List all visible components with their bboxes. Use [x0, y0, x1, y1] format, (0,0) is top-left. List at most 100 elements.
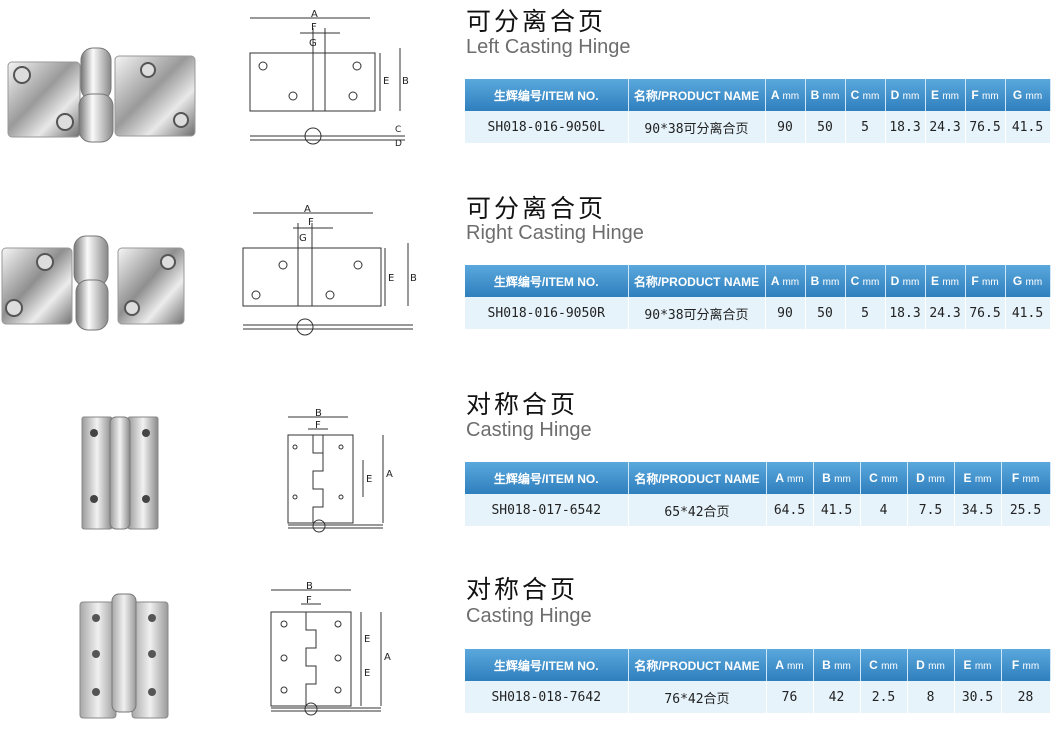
col-c: C mm	[860, 462, 908, 494]
product-title-cn: 可分离合页	[466, 194, 607, 223]
dim-label-e: E	[364, 634, 370, 645]
col-c: C mm	[845, 265, 886, 297]
dim-label-f: F	[306, 595, 312, 606]
col-item-no: 生辉编号/ITEM NO.	[465, 462, 629, 494]
product-title-cn: 对称合页	[466, 575, 579, 604]
dim-cell-c: 2.5	[860, 681, 908, 713]
table-row: SH018-016-9050R 90*38可分离合页 90 50 5 18.3 …	[465, 297, 1051, 329]
dim-cell-a: 64.5	[766, 494, 814, 526]
dim-label-f: F	[308, 217, 314, 228]
col-a: A mm	[766, 649, 814, 681]
col-b: B mm	[813, 462, 861, 494]
product-name-cell: 65*42合页	[628, 494, 767, 526]
col-f: F mm	[965, 79, 1006, 111]
dim-label-g: G	[309, 38, 317, 49]
col-product-name: 名称/PRODUCT NAME	[628, 462, 767, 494]
dim-cell-e: 24.3	[925, 297, 966, 329]
product-name-cell: 76*42合页	[628, 681, 767, 713]
col-b: B mm	[805, 79, 846, 111]
dim-cell-a: 90	[765, 297, 806, 329]
dim-cell-b: 50	[805, 297, 846, 329]
col-product-name: 名称/PRODUCT NAME	[628, 265, 766, 297]
product-name-cell: 90*38可分离合页	[628, 297, 766, 329]
product-name-cell: 90*38可分离合页	[628, 111, 766, 143]
dim-label-a: A	[311, 9, 318, 20]
dim-label-a: A	[386, 469, 393, 480]
spec-table: 生辉编号/ITEM NO. 名称/PRODUCT NAME A mm B mm …	[465, 462, 1051, 526]
dim-label-e: E	[364, 668, 370, 679]
col-item-no: 生辉编号/ITEM NO.	[465, 649, 629, 681]
col-e: E mm	[954, 649, 1002, 681]
dim-label-d: D	[395, 139, 402, 148]
product-section-2: A F G E B 可分离合页 Right Casting Hinge 生辉编号…	[0, 0, 1060, 360]
dim-cell-a: 90	[765, 111, 806, 143]
dim-label-e: E	[388, 273, 394, 284]
col-item-no: 生辉编号/ITEM NO.	[465, 79, 629, 111]
col-f: F mm	[1001, 649, 1051, 681]
dim-cell-f: 76.5	[965, 297, 1006, 329]
dim-label-b: B	[315, 408, 322, 419]
product-title-en: Casting Hinge	[466, 605, 592, 627]
col-e: E mm	[925, 265, 966, 297]
dim-cell-f: 25.5	[1001, 494, 1051, 526]
dim-cell-b: 50	[805, 111, 846, 143]
hinge-photo-casting-7642	[79, 593, 169, 719]
col-a: A mm	[765, 79, 806, 111]
dim-cell-g: 41.5	[1005, 111, 1051, 143]
product-title-en: Right Casting Hinge	[466, 222, 644, 244]
table-row: SH018-018-7642 76*42合页 76 42 2.5 8 30.5 …	[465, 681, 1051, 713]
dim-cell-c: 4	[860, 494, 908, 526]
col-e: E mm	[954, 462, 1002, 494]
col-product-name: 名称/PRODUCT NAME	[628, 649, 767, 681]
dim-cell-e: 30.5	[954, 681, 1002, 713]
dim-cell-e: 24.3	[925, 111, 966, 143]
dim-label-f: F	[315, 420, 321, 431]
col-a: A mm	[766, 462, 814, 494]
dim-label-c: C	[395, 125, 401, 135]
item-no-cell: SH018-016-9050R	[465, 297, 629, 329]
col-b: B mm	[813, 649, 861, 681]
col-c: C mm	[845, 79, 886, 111]
product-section-1: A F G E B C D 可分离合页 Left Casting Hinge 生…	[0, 0, 1060, 175]
col-d: D mm	[907, 462, 955, 494]
spec-table: 生辉编号/ITEM NO. 名称/PRODUCT NAME A mm B mm …	[465, 265, 1051, 329]
hinge-photo-casting-6542	[81, 416, 159, 530]
product-title-cn: 可分离合页	[466, 7, 607, 36]
hinge-drawing-left: A F G E B C D	[249, 9, 409, 148]
hinge-photo-right	[1, 235, 185, 331]
dim-label-g: G	[299, 233, 307, 244]
spec-table: 生辉编号/ITEM NO. 名称/PRODUCT NAME A mm B mm …	[465, 649, 1051, 713]
dim-cell-g: 41.5	[1005, 297, 1051, 329]
table-row: SH018-016-9050L 90*38可分离合页 90 50 5 18.3 …	[465, 111, 1051, 143]
dim-cell-b: 41.5	[813, 494, 861, 526]
col-c: C mm	[860, 649, 908, 681]
dim-label-e: E	[366, 474, 372, 485]
dim-cell-d: 18.3	[885, 297, 926, 329]
hinge-drawing-casting-7642: B F E E A	[270, 581, 391, 716]
col-f: F mm	[1001, 462, 1051, 494]
dim-label-b: B	[410, 273, 417, 284]
col-f: F mm	[965, 265, 1006, 297]
col-d: D mm	[907, 649, 955, 681]
col-g: G mm	[1005, 265, 1051, 297]
dim-cell-d: 18.3	[885, 111, 926, 143]
spec-header-row: 生辉编号/ITEM NO. 名称/PRODUCT NAME A mm B mm …	[465, 79, 1051, 111]
dim-cell-c: 5	[845, 297, 886, 329]
dim-cell-d: 8	[907, 681, 955, 713]
dim-label-a: A	[384, 652, 391, 663]
col-d: D mm	[885, 265, 926, 297]
spec-header-row: 生辉编号/ITEM NO. 名称/PRODUCT NAME A mm B mm …	[465, 462, 1051, 494]
product-title-en: Casting Hinge	[466, 419, 592, 441]
dim-label-e: E	[383, 76, 389, 87]
product-title-en: Left Casting Hinge	[466, 36, 631, 58]
col-e: E mm	[925, 79, 966, 111]
spec-header-row: 生辉编号/ITEM NO. 名称/PRODUCT NAME A mm B mm …	[465, 265, 1051, 297]
item-no-cell: SH018-016-9050L	[465, 111, 629, 143]
col-d: D mm	[885, 79, 926, 111]
dim-label-f: F	[311, 22, 317, 33]
table-row: SH018-017-6542 65*42合页 64.5 41.5 4 7.5 3…	[465, 494, 1051, 526]
dim-label-b: B	[306, 581, 313, 592]
dim-cell-f: 76.5	[965, 111, 1006, 143]
dim-label-b: B	[402, 76, 409, 87]
item-no-cell: SH018-017-6542	[465, 494, 629, 526]
